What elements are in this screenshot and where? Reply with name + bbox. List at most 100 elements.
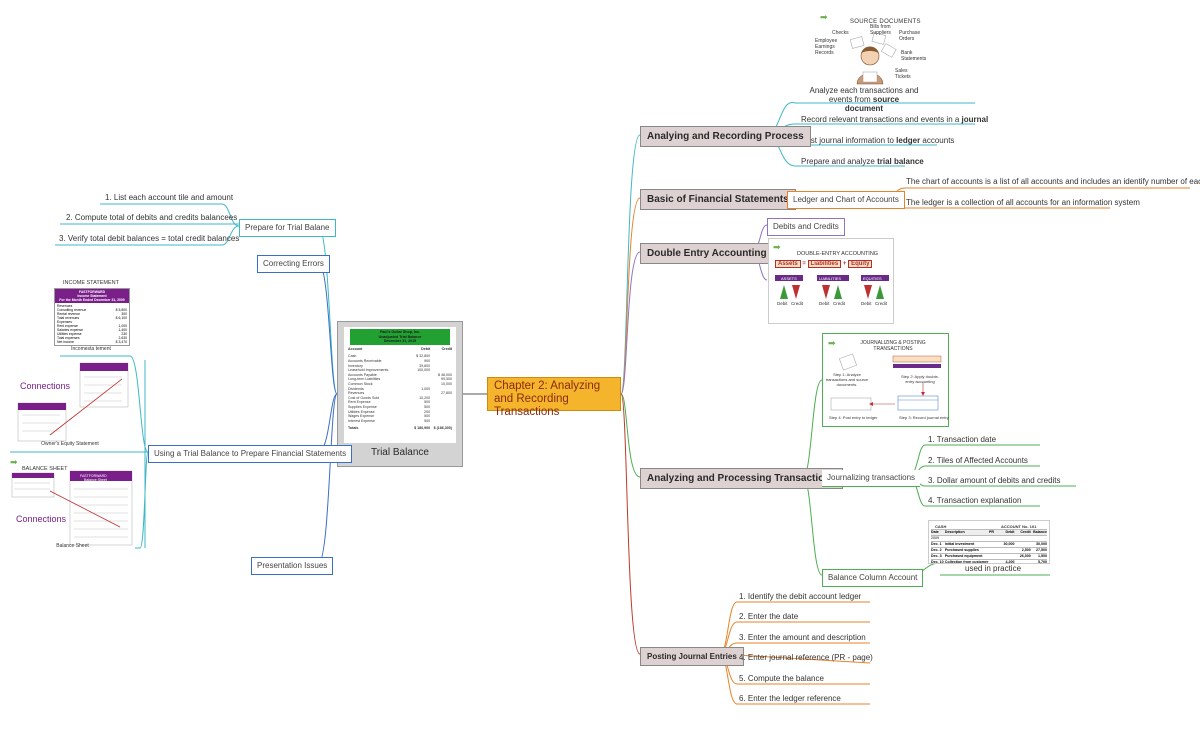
- central-topic[interactable]: Chapter 2: Analyzing and Recording Trans…: [487, 377, 621, 418]
- branch-basic-financial-statements[interactable]: Basic of Financial Statements: [640, 189, 796, 210]
- double-entry-title: Double-Entry Accounting: [797, 251, 879, 257]
- presentation-issues[interactable]: Presentation Issues: [251, 557, 334, 575]
- branch-posting-journal[interactable]: Posting Journal Entries: [640, 647, 744, 666]
- correcting-errors[interactable]: Correcting Errors: [257, 255, 330, 273]
- balance-column-account[interactable]: Balance Column Account: [822, 569, 924, 587]
- ledger-cash-label: CASH: [935, 524, 947, 529]
- income-title: Income Statement: [62, 280, 120, 286]
- debits-credits[interactable]: Debits and Credits: [767, 218, 845, 236]
- tb-header: Paul's Guitar Shop, Inc. Unadjusted Tria…: [350, 329, 450, 345]
- branch-analyzing-recording[interactable]: Analying and Recording Process: [640, 126, 811, 147]
- balance-sub1: Balance Sheet: [84, 478, 107, 482]
- source-bills: Bills from Suppliers: [870, 24, 891, 36]
- transaction-date: 1. Transaction date: [928, 435, 997, 444]
- balance-connections: Connections: [16, 514, 67, 524]
- posting-step-6: 6. Enter the ledger reference: [739, 694, 841, 703]
- record-journal-item: Record relevant transactions and events …: [801, 115, 989, 124]
- source-documents-image: ➡ Source Documents Checks Bills from Sup…: [815, 12, 927, 87]
- source-title: Source Documents: [850, 19, 921, 25]
- source-bank: Bank Statements: [901, 50, 927, 62]
- income-statement-image: Income Statement FASTFORWARD Income Stat…: [50, 278, 132, 352]
- income-line: Consulting revenue$ 5,800: [57, 308, 127, 312]
- arrow-icon: ➡: [10, 457, 18, 467]
- trial-balance-sheet: Paul's Guitar Shop, Inc. Unadjusted Tria…: [344, 327, 456, 443]
- owners-caption: Owner's Equity Statement: [41, 441, 99, 447]
- owners-equity-image: Connections Owner's Equity Statement: [10, 357, 130, 447]
- using-trial-balance[interactable]: Using a Trial Balance to Prepare Financi…: [148, 445, 353, 463]
- branch-analyzing-processing[interactable]: Analyzing and Processing Transactions: [640, 468, 843, 489]
- posting-step-3: 3. Enter the amount and description: [739, 633, 866, 642]
- double-entry-image: ➡ Double-Entry Accounting Assets = Liabi…: [768, 238, 894, 324]
- posting-step-5: 5. Compute the balance: [739, 674, 824, 683]
- equities-label: EQUITIES: [863, 276, 882, 281]
- income-line: Expenses: [57, 320, 72, 324]
- owners-equity-graphic: [17, 362, 129, 442]
- tb-row: Cash$ 32,800: [348, 354, 431, 359]
- prepare-trial-item: Prepare and analyze trial balance: [801, 157, 924, 166]
- ledger-chart-accounts[interactable]: Ledger and Chart of Accounts: [787, 191, 905, 209]
- debit-label-1: Debit: [777, 301, 788, 306]
- ledger-account-no: ACCOUNT No. 101: [1001, 524, 1037, 529]
- trial-balance-caption: Trial Balance: [371, 447, 429, 458]
- step3-label: Step 3: Record journal entry: [899, 415, 949, 420]
- source-sales: Sales Tickets: [895, 68, 911, 80]
- arrow-icon: ➡: [820, 12, 828, 22]
- income-caption: Incomesta tement: [71, 346, 111, 352]
- journal-flow-graphic: [830, 353, 942, 411]
- person-illustration: [849, 32, 897, 85]
- posting-step-4: 4. Enter journal reference (PR - page): [739, 653, 873, 662]
- income-line: Revenues: [57, 304, 73, 308]
- post-ledger-item: Post journal information to ledger accou…: [801, 136, 955, 145]
- branch-double-entry[interactable]: Double Entry Accounting: [640, 243, 774, 264]
- income-line: Net income$ 3,470: [57, 340, 127, 344]
- arrow-icon: ➡: [828, 338, 836, 348]
- titles-affected-accounts: 2. Tiles of Affected Accounts: [928, 456, 1028, 465]
- prepare-step-3: 3. Verify total debit balances = total c…: [59, 234, 240, 243]
- journalizing-posting-image: ➡ JOURNALIZING & POSTING TRANSACTIONS St…: [822, 333, 949, 427]
- ledger-definition: The ledger is a collection of all accoun…: [906, 198, 1140, 207]
- journalizing-title: JOURNALIZING & POSTING TRANSACTIONS: [860, 340, 926, 352]
- step1-label: Step 1: Analyze transactions and source …: [825, 372, 869, 387]
- credit-label-3: Credit: [875, 301, 888, 306]
- transaction-explanation: 4. Transaction explanation: [928, 496, 1022, 505]
- prepare-step-2: 2. Compute total of debits and credits b…: [66, 213, 238, 222]
- liabilities-label: LIABILITIES: [819, 276, 842, 281]
- dollar-amount: 3. Dollar amount of debits and credits: [928, 476, 1061, 485]
- trial-balance-node[interactable]: Paul's Guitar Shop, Inc. Unadjusted Tria…: [337, 321, 463, 467]
- income-line: Total revenues$ 6,100: [57, 316, 127, 320]
- arrow-icon: ➡: [773, 242, 781, 252]
- prepare-trial-balance[interactable]: Prepare for Trial Balane: [239, 219, 336, 237]
- accounting-equation: Assets = Liabilities + Equity: [775, 260, 873, 268]
- posting-step-2: 2. Enter the date: [739, 612, 799, 621]
- step4-label: Step 4: Post entry to ledger: [829, 415, 878, 420]
- balance-company: FASTFORWARD: [80, 474, 107, 478]
- balance-sheet-image: ➡ Balance Sheet Connections FASTFORWARD …: [10, 457, 135, 551]
- posting-step-1: 1. Identify the debit account ledger: [739, 592, 862, 601]
- credit-label-2: Credit: [833, 301, 846, 306]
- journalizing-transactions[interactable]: Journalizing transactions: [822, 470, 921, 487]
- debit-label-3: Debit: [861, 301, 872, 306]
